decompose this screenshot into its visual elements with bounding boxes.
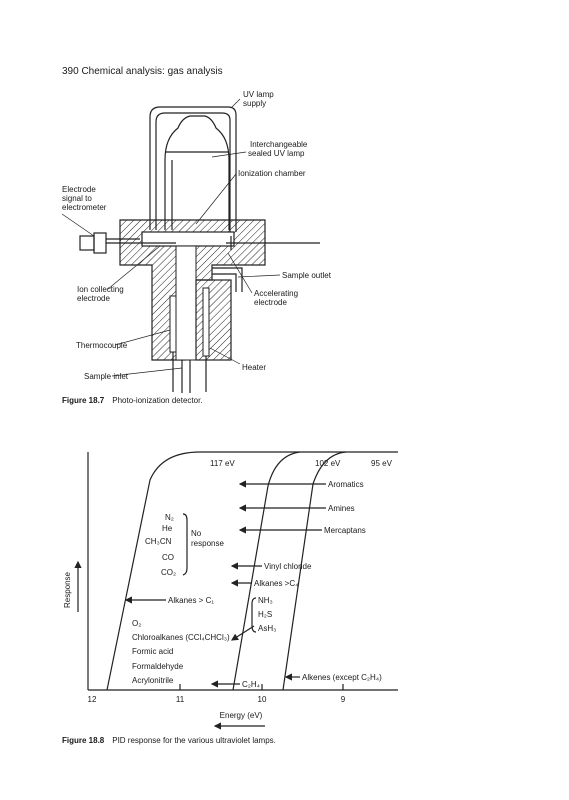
figure-18-8-text: PID response for the various ultraviolet…	[112, 736, 276, 745]
formaldehyde-label: Formaldehyde	[132, 662, 184, 671]
figure-18-8-number: Figure 18.8	[62, 736, 105, 745]
photo-ionization-detector-diagram: UV lamp supply Interchangeable sealed UV…	[61, 90, 332, 393]
lamp-label-102: 102 eV	[315, 459, 341, 468]
accelerating-label-2: electrode	[254, 298, 287, 307]
h2s-label: H₂S	[258, 610, 272, 619]
formic-acid-label: Formic acid	[132, 647, 173, 656]
heater-label: Heater	[242, 363, 266, 372]
electrode-label-2: signal to	[62, 194, 92, 203]
o2-label: O₂	[132, 619, 141, 628]
he-label: He	[162, 524, 173, 533]
ash3-label: AsH₃	[258, 624, 276, 633]
electrode-label-3: electrometer	[62, 203, 107, 212]
alkanes-c1-label: Alkanes > C₁	[168, 596, 214, 605]
interchangeable-lamp-label-2: sealed UV lamp	[248, 149, 305, 158]
aromatics-label: Aromatics	[328, 480, 364, 489]
no-response-label-2: response	[191, 539, 224, 548]
x-tick-9: 9	[341, 695, 346, 704]
figure-18-7-text: Photo-ionization detector.	[112, 396, 203, 405]
sample-inlet-label: Sample inlet	[84, 372, 129, 381]
interchangeable-lamp-label: Interchangeable	[250, 140, 308, 149]
c2h4-label: C₂H₄	[242, 680, 260, 689]
ion-collecting-label-2: electrode	[77, 294, 110, 303]
alkanes-c4-label: Alkanes >C₄	[254, 579, 298, 588]
sample-outlet-label: Sample outlet	[282, 271, 332, 280]
chloroalkanes-label: Chloroalkanes (CCl₄CHCl₃)	[132, 633, 230, 642]
x-axis-label: Energy (eV)	[220, 711, 263, 720]
n2-label: N₂	[165, 513, 174, 522]
mercaptans-label: Mercaptans	[324, 526, 366, 535]
x-tick-10: 10	[258, 695, 267, 704]
running-head: 390 Chemical analysis: gas analysis	[62, 66, 223, 77]
acrylonitrile-label: Acrylonitrile	[132, 676, 174, 685]
ionization-chamber-label: Ionization chamber	[238, 169, 306, 178]
alkenes-label: Alkenes (except C₂H₄)	[302, 673, 382, 682]
amines-label: Amines	[328, 504, 355, 513]
y-axis-label: Response	[63, 571, 72, 608]
ion-collecting-label: Ion collecting	[77, 285, 124, 294]
x-tick-12: 12	[88, 695, 97, 704]
no-response-label: No	[191, 529, 202, 538]
accelerating-label: Accelerating	[254, 289, 298, 298]
figure-18-7-caption: Figure 18.7 Photo-ionization detector.	[62, 396, 203, 405]
vinyl-chloride-label: Vinyl chloride	[264, 562, 312, 571]
uv-lamp-supply-label: UV lamp	[243, 90, 274, 99]
lamp-label-117: 117 eV	[210, 459, 235, 468]
thermocouple-label: Thermocouple	[76, 341, 128, 350]
co-label: CO	[162, 553, 174, 562]
figure-18-7-number: Figure 18.7	[62, 396, 105, 405]
electrode-label: Electrode	[62, 185, 96, 194]
ch3cn-label: CH₃CN	[145, 537, 172, 546]
x-tick-11: 11	[176, 695, 185, 704]
uv-lamp-supply-label-2: supply	[243, 99, 266, 108]
nh3-label: NH₃	[258, 596, 273, 605]
co2-label: CO₂	[161, 568, 176, 577]
figure-18-8-caption: Figure 18.8 PID response for the various …	[62, 736, 276, 745]
lamp-label-95: 95 eV	[371, 459, 393, 468]
